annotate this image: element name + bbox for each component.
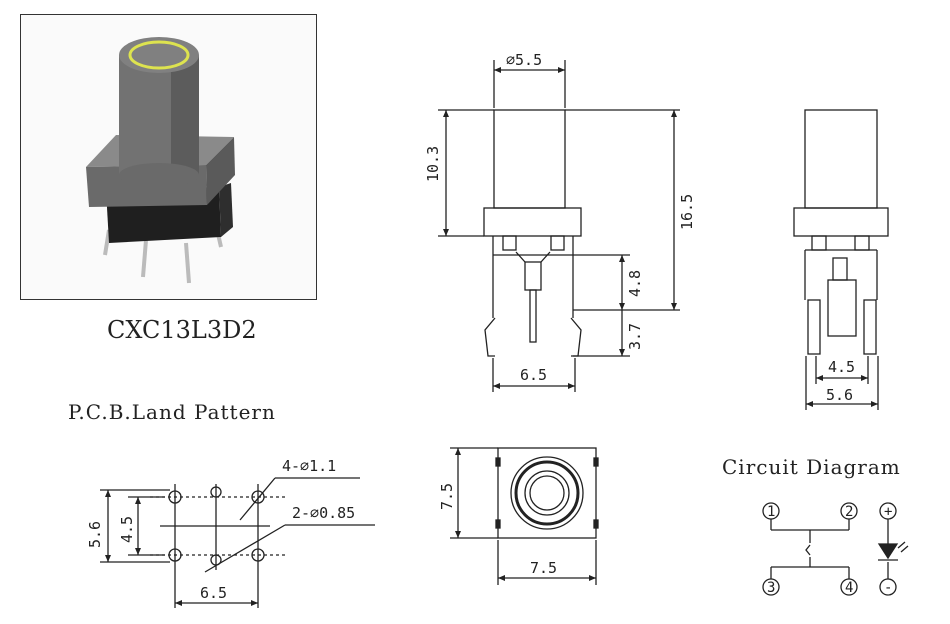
top-view: [450, 447, 599, 585]
pcb-land-pattern: [100, 477, 375, 608]
total-height-label: 16.5: [678, 194, 696, 230]
cap-height-label: 10.3: [424, 146, 442, 182]
circuit-diagram: [762, 502, 909, 596]
pcb-outer-span-label: 5.6: [86, 521, 104, 548]
side-outer-span-label: 5.6: [826, 386, 853, 404]
pin-span-label: 6.5: [520, 366, 547, 384]
pin-lower-label: 3.7: [626, 323, 644, 350]
side-view: [793, 109, 889, 410]
side-inner-span-label: 4.5: [828, 358, 855, 376]
pcb-large-holes-label: 4-⌀1.1: [282, 457, 336, 475]
pcb-width-label: 6.5: [200, 584, 227, 602]
top-width-label: 7.5: [530, 559, 557, 577]
pcb-small-holes-label: 2-⌀0.85: [292, 504, 355, 522]
circuit-pin-3: 3: [767, 580, 775, 596]
top-height-label: 7.5: [438, 483, 456, 510]
product-photo-frame: [20, 14, 317, 300]
circuit-pin-2: 2: [845, 504, 853, 520]
front-diameter-label: ⌀5.5: [506, 51, 542, 69]
front-view: [438, 60, 680, 392]
pcb-title: P.C.B.Land Pattern: [68, 400, 276, 424]
circuit-minus: -: [884, 580, 892, 596]
circuit-title: Circuit Diagram: [722, 455, 901, 479]
circuit-pin-1: 1: [767, 504, 775, 520]
pin-upper-label: 4.8: [626, 270, 644, 297]
pcb-inner-span-label: 4.5: [118, 516, 136, 543]
circuit-pin-4: 4: [845, 580, 853, 596]
model-name: CXC13L3D2: [107, 316, 257, 344]
circuit-plus: +: [884, 504, 892, 520]
product-photo: [86, 37, 235, 284]
